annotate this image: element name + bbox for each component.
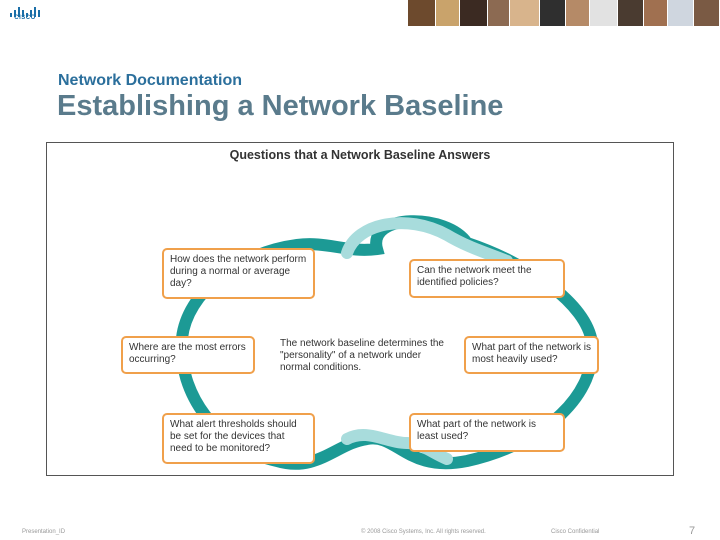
header-bar: CISCO [0,0,720,27]
question-thresholds: What alert thresholds should be set for … [162,413,315,464]
ring-light-bottom [341,429,453,465]
footer-confidential: Cisco Confidential [551,529,600,535]
cisco-logo: CISCO [8,4,42,24]
header-photo [668,0,694,26]
question-heavily-used: What part of the network is most heavily… [464,336,599,374]
question-policies: Can the network meet the identified poli… [409,259,565,298]
header-photo [435,0,460,26]
header-photo [460,0,488,26]
cloud-ring [175,215,599,470]
header-photo [590,0,618,26]
question-least-used: What part of the network is least used? [409,413,565,452]
footer-copyright: © 2008 Cisco Systems, Inc. All rights re… [361,529,486,535]
header-photo [565,0,590,26]
page-number: 7 [689,525,696,537]
figure-title: Questions that a Network Baseline Answer… [229,148,491,162]
header-photo [694,0,720,26]
baseline-center-text: The network baseline determines the "per… [280,338,444,373]
ring-light-top [341,217,513,267]
header-photo [643,0,668,26]
footer-presentation-id: Presentation_ID [22,529,66,535]
header-photo [487,0,511,26]
header-photo [510,0,540,26]
photo-strip [408,0,720,26]
header-photo [617,0,644,26]
header-photo [539,0,566,26]
section-title: Network Documentation [58,72,243,89]
question-errors: Where are the most errors occurring? [121,336,255,374]
slide-title: Establishing a Network Baseline [57,90,504,122]
question-normal-day: How does the network perform during a no… [162,248,315,299]
baseline-figure: Questions that a Network Baseline Answer… [46,142,674,476]
header-photo [408,0,436,26]
